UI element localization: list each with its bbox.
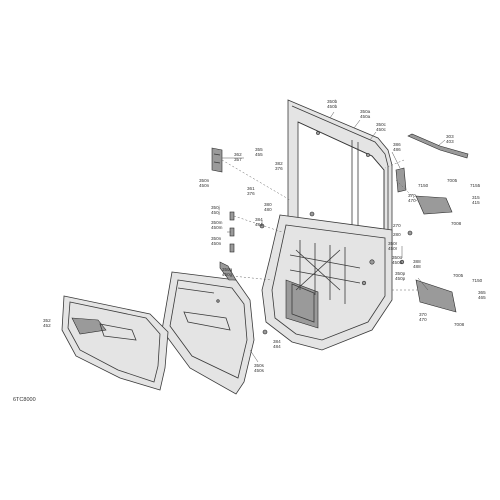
callout-label: 280 — [393, 232, 401, 237]
lower-latch-assembly — [415, 279, 457, 313]
callout-label: 7005 — [453, 273, 464, 278]
callout-label: 7005 — [447, 178, 458, 183]
door-check-strap — [395, 167, 407, 193]
upper-latch-assembly — [415, 195, 453, 215]
callout-label: 7150 — [418, 183, 429, 188]
callout-label: 7150 — [472, 278, 483, 283]
latch-striker — [229, 211, 235, 221]
door-lower-frame — [261, 211, 393, 351]
callout-label: 270 — [393, 223, 401, 228]
callout-label: 7155 — [470, 183, 481, 188]
inner-door-panel — [161, 271, 255, 395]
reference-code: 6TC8000 — [13, 397, 36, 403]
door-handle — [219, 261, 237, 281]
callout-label: 7008 — [451, 221, 462, 226]
callout-label: 7008 — [454, 322, 465, 327]
leader-lines — [221, 111, 446, 363]
upper-hinge — [211, 147, 223, 173]
outer-door-panel — [61, 295, 169, 391]
